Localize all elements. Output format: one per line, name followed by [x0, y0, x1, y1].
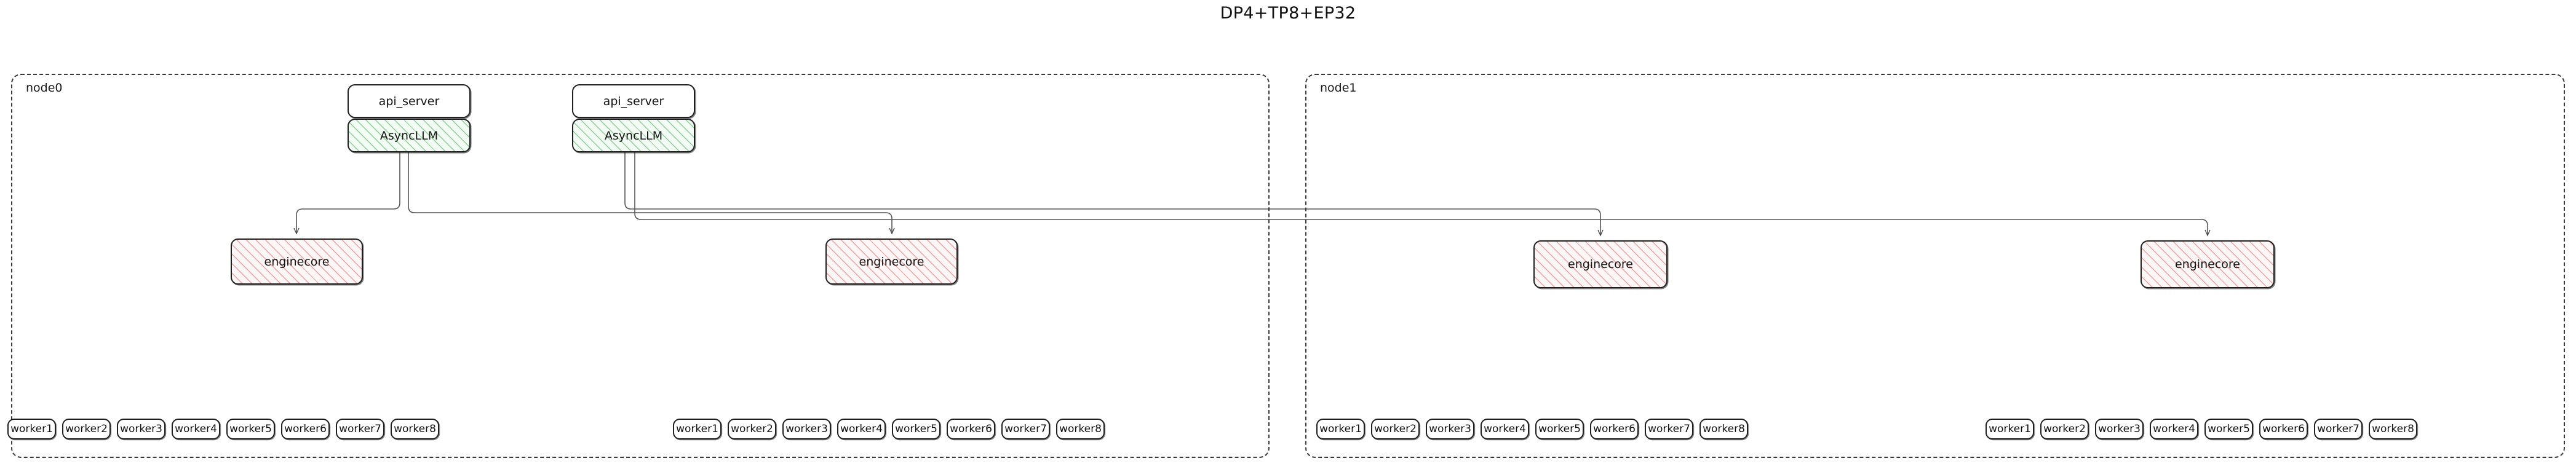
worker-label: worker1 [1989, 423, 2031, 435]
worker-box[interactable]: worker2 [2040, 419, 2089, 439]
worker-box[interactable]: worker4 [2150, 419, 2198, 439]
worker-label: worker6 [950, 423, 992, 435]
worker-box[interactable]: worker6 [281, 419, 330, 439]
worker-box[interactable]: worker4 [837, 419, 886, 439]
worker-box[interactable]: worker7 [336, 419, 384, 439]
enginecore-box[interactable]: enginecore [231, 238, 363, 285]
worker-box[interactable]: worker2 [728, 419, 776, 439]
enginecore-box[interactable]: enginecore [1533, 240, 1668, 288]
worker-label: worker7 [2317, 423, 2359, 435]
enginecore-label: enginecore [2175, 258, 2240, 271]
worker-label: worker5 [229, 423, 272, 435]
worker-label: worker4 [2153, 423, 2195, 435]
worker-label: worker5 [895, 423, 937, 435]
enginecore-label: enginecore [264, 254, 330, 269]
enginecore-label: enginecore [859, 254, 924, 269]
node-container-node0 [11, 74, 1270, 458]
worker-label: worker1 [676, 423, 718, 435]
worker-label: worker1 [10, 423, 53, 435]
worker-label: worker7 [339, 423, 381, 435]
worker-box[interactable]: worker3 [2095, 419, 2144, 439]
enginecore-label: enginecore [1568, 258, 1633, 271]
enginecore-box[interactable]: enginecore [2141, 240, 2275, 288]
worker-box[interactable]: worker7 [1645, 419, 1693, 439]
worker-label: worker2 [2043, 423, 2086, 435]
worker-label: worker8 [2372, 423, 2414, 435]
api-server-box[interactable]: api_server [348, 84, 471, 118]
worker-box[interactable]: worker3 [782, 419, 831, 439]
asyncllm-label: AsyncLLM [380, 128, 439, 143]
worker-label: worker2 [1374, 423, 1417, 435]
worker-box[interactable]: worker2 [1371, 419, 1420, 439]
worker-box[interactable]: worker3 [117, 419, 165, 439]
worker-label: worker7 [1648, 423, 1690, 435]
worker-box[interactable]: worker8 [1699, 419, 1748, 439]
worker-box[interactable]: worker6 [947, 419, 995, 439]
worker-label: worker6 [1593, 423, 1636, 435]
node-container-node1 [1305, 74, 2565, 458]
worker-label: worker2 [731, 423, 773, 435]
api-server-label: api_server [603, 94, 664, 108]
worker-box[interactable]: worker1 [673, 419, 722, 439]
asyncllm-label: AsyncLLM [604, 128, 663, 143]
worker-box[interactable]: worker4 [1481, 419, 1529, 439]
enginecore-box[interactable]: enginecore [825, 238, 958, 285]
asyncllm-box[interactable]: AsyncLLM [572, 119, 695, 152]
worker-label: worker8 [1703, 423, 1745, 435]
worker-box[interactable]: worker5 [1535, 419, 1584, 439]
worker-label: worker3 [2098, 423, 2141, 435]
worker-label: worker4 [840, 423, 883, 435]
worker-box[interactable]: worker7 [1001, 419, 1050, 439]
worker-box[interactable]: worker8 [1056, 419, 1105, 439]
worker-label: worker7 [1004, 423, 1047, 435]
worker-box[interactable]: worker5 [2204, 419, 2253, 439]
worker-box[interactable]: worker4 [172, 419, 220, 439]
page-title: DP4+TP8+EP32 [1220, 4, 1356, 23]
asyncllm-box[interactable]: AsyncLLM [348, 119, 471, 152]
node-label-node1: node1 [1320, 81, 1357, 95]
worker-box[interactable]: worker8 [391, 419, 439, 439]
worker-label: worker6 [2262, 423, 2305, 435]
worker-label: worker5 [1538, 423, 1581, 435]
worker-label: worker5 [2208, 423, 2250, 435]
api-server-label: api_server [378, 94, 440, 108]
worker-box[interactable]: worker1 [1986, 419, 2034, 439]
worker-label: worker8 [394, 423, 436, 435]
worker-label: worker1 [1319, 423, 1362, 435]
node-label-node0: node0 [26, 81, 63, 95]
worker-label: worker3 [785, 423, 828, 435]
api-server-box[interactable]: api_server [572, 84, 695, 118]
worker-box[interactable]: worker3 [1426, 419, 1474, 439]
worker-label: worker4 [175, 423, 217, 435]
worker-label: worker4 [1484, 423, 1526, 435]
worker-box[interactable]: worker7 [2314, 419, 2363, 439]
worker-label: worker6 [284, 423, 327, 435]
worker-box[interactable]: worker8 [2369, 419, 2417, 439]
worker-label: worker3 [120, 423, 162, 435]
worker-label: worker2 [65, 423, 108, 435]
worker-box[interactable]: worker1 [7, 419, 56, 439]
worker-box[interactable]: worker6 [2259, 419, 2308, 439]
worker-box[interactable]: worker1 [1316, 419, 1365, 439]
worker-box[interactable]: worker5 [892, 419, 940, 439]
worker-label: worker3 [1429, 423, 1471, 435]
worker-label: worker8 [1059, 423, 1102, 435]
worker-box[interactable]: worker5 [226, 419, 275, 439]
worker-box[interactable]: worker2 [62, 419, 111, 439]
worker-box[interactable]: worker6 [1590, 419, 1639, 439]
